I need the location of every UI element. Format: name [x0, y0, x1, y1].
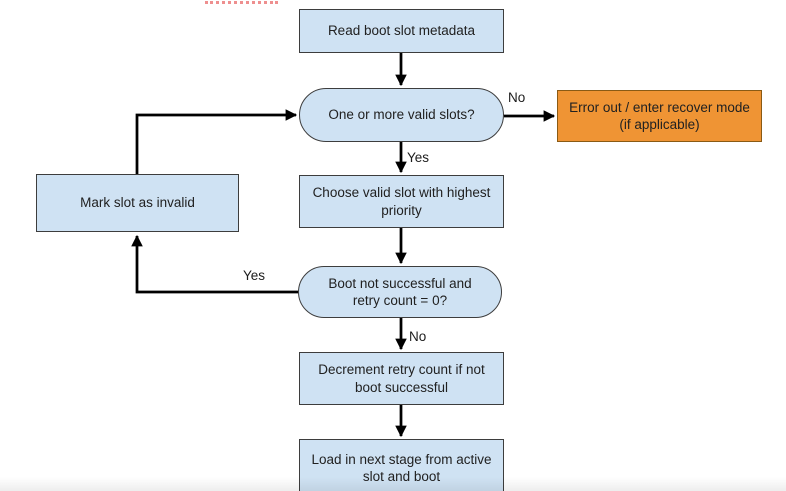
- node-one-or-more-valid-slots: One or more valid slots?: [299, 88, 504, 142]
- edge-label-no: No: [508, 90, 526, 105]
- node-error-out-recover-mode: Error out / enter recover mode (if appli…: [557, 90, 762, 142]
- node-label: One or more valid slots?: [328, 107, 475, 123]
- node-decrement-retry-count: Decrement retry count if not boot succes…: [299, 352, 504, 405]
- edge-label-yes: Yes: [243, 268, 266, 283]
- edge-label-yes: Yes: [407, 150, 430, 165]
- red-dotted-annotation: [205, 1, 278, 4]
- arrow-bootfail-to-mark: [131, 234, 298, 294]
- node-label: Mark slot as invalid: [80, 195, 195, 211]
- node-label: Boot not successful and retry count = 0?: [328, 275, 472, 308]
- node-boot-not-successful: Boot not successful and retry count = 0?: [298, 266, 502, 318]
- node-load-next-stage: Load in next stage from active slot and …: [299, 439, 504, 491]
- edge-label-no: No: [409, 329, 427, 344]
- node-choose-valid-slot: Choose valid slot with highest priority: [299, 175, 504, 228]
- node-label: Decrement retry count if not boot succes…: [318, 362, 485, 395]
- node-label: Choose valid slot with highest priority: [312, 185, 491, 218]
- node-read-boot-slot-metadata: Read boot slot metadata: [299, 9, 504, 53]
- node-label: Load in next stage from active slot and …: [311, 451, 492, 484]
- arrow-mark-to-valid: [135, 109, 298, 175]
- node-label: Error out / enter recover mode (if appli…: [569, 99, 750, 132]
- node-label: Read boot slot metadata: [327, 23, 476, 39]
- node-mark-slot-invalid: Mark slot as invalid: [36, 174, 239, 232]
